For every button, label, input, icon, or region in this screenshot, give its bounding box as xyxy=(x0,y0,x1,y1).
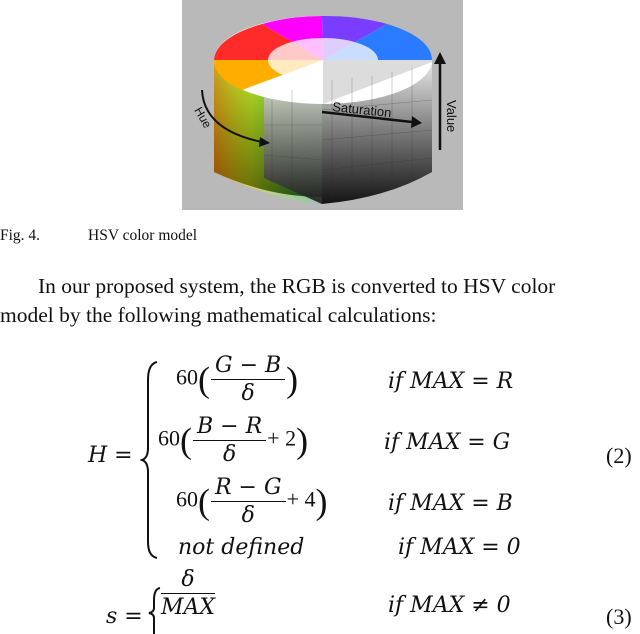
paragraph-line-2: model by the following mathematical calc… xyxy=(0,303,437,327)
figure-caption: Fig. 4. HSV color model xyxy=(0,227,197,245)
body-paragraph: In our proposed system, the RGB is conve… xyxy=(0,272,640,330)
case-1-condition: if MAX = R xyxy=(388,369,514,394)
equation-2-lhs: H = xyxy=(88,443,133,468)
equation-3-brace xyxy=(148,587,161,634)
hsv-cylinder-illustration: Saturation Value Hue xyxy=(191,15,459,204)
equation-2-number: (2) xyxy=(606,443,632,468)
equation-3-lhs: s = xyxy=(106,604,143,629)
case-4-condition: if MAX = 0 xyxy=(398,535,521,560)
paragraph-line-1: In our proposed system, the RGB is conve… xyxy=(38,274,556,298)
case-3-condition: if MAX = B xyxy=(388,491,513,516)
caption-number: Fig. 4. xyxy=(0,227,41,244)
value-label: Value xyxy=(444,100,459,132)
saturation-arrow xyxy=(321,110,413,124)
saturation-label: Saturation xyxy=(332,99,393,120)
equation-3-condition: if MAX ≠ 0 xyxy=(388,593,511,618)
hsv-figure: Saturation Value Hue xyxy=(182,0,463,210)
hue-arrow xyxy=(201,89,263,143)
left-brace xyxy=(140,361,158,559)
caption-text: HSV color model xyxy=(88,227,198,244)
case-2-condition: if MAX = G xyxy=(384,430,511,455)
equation-3-number: (3) xyxy=(606,604,632,629)
hue-label: Hue xyxy=(191,105,214,131)
case-4-expression: not defined xyxy=(178,535,305,560)
